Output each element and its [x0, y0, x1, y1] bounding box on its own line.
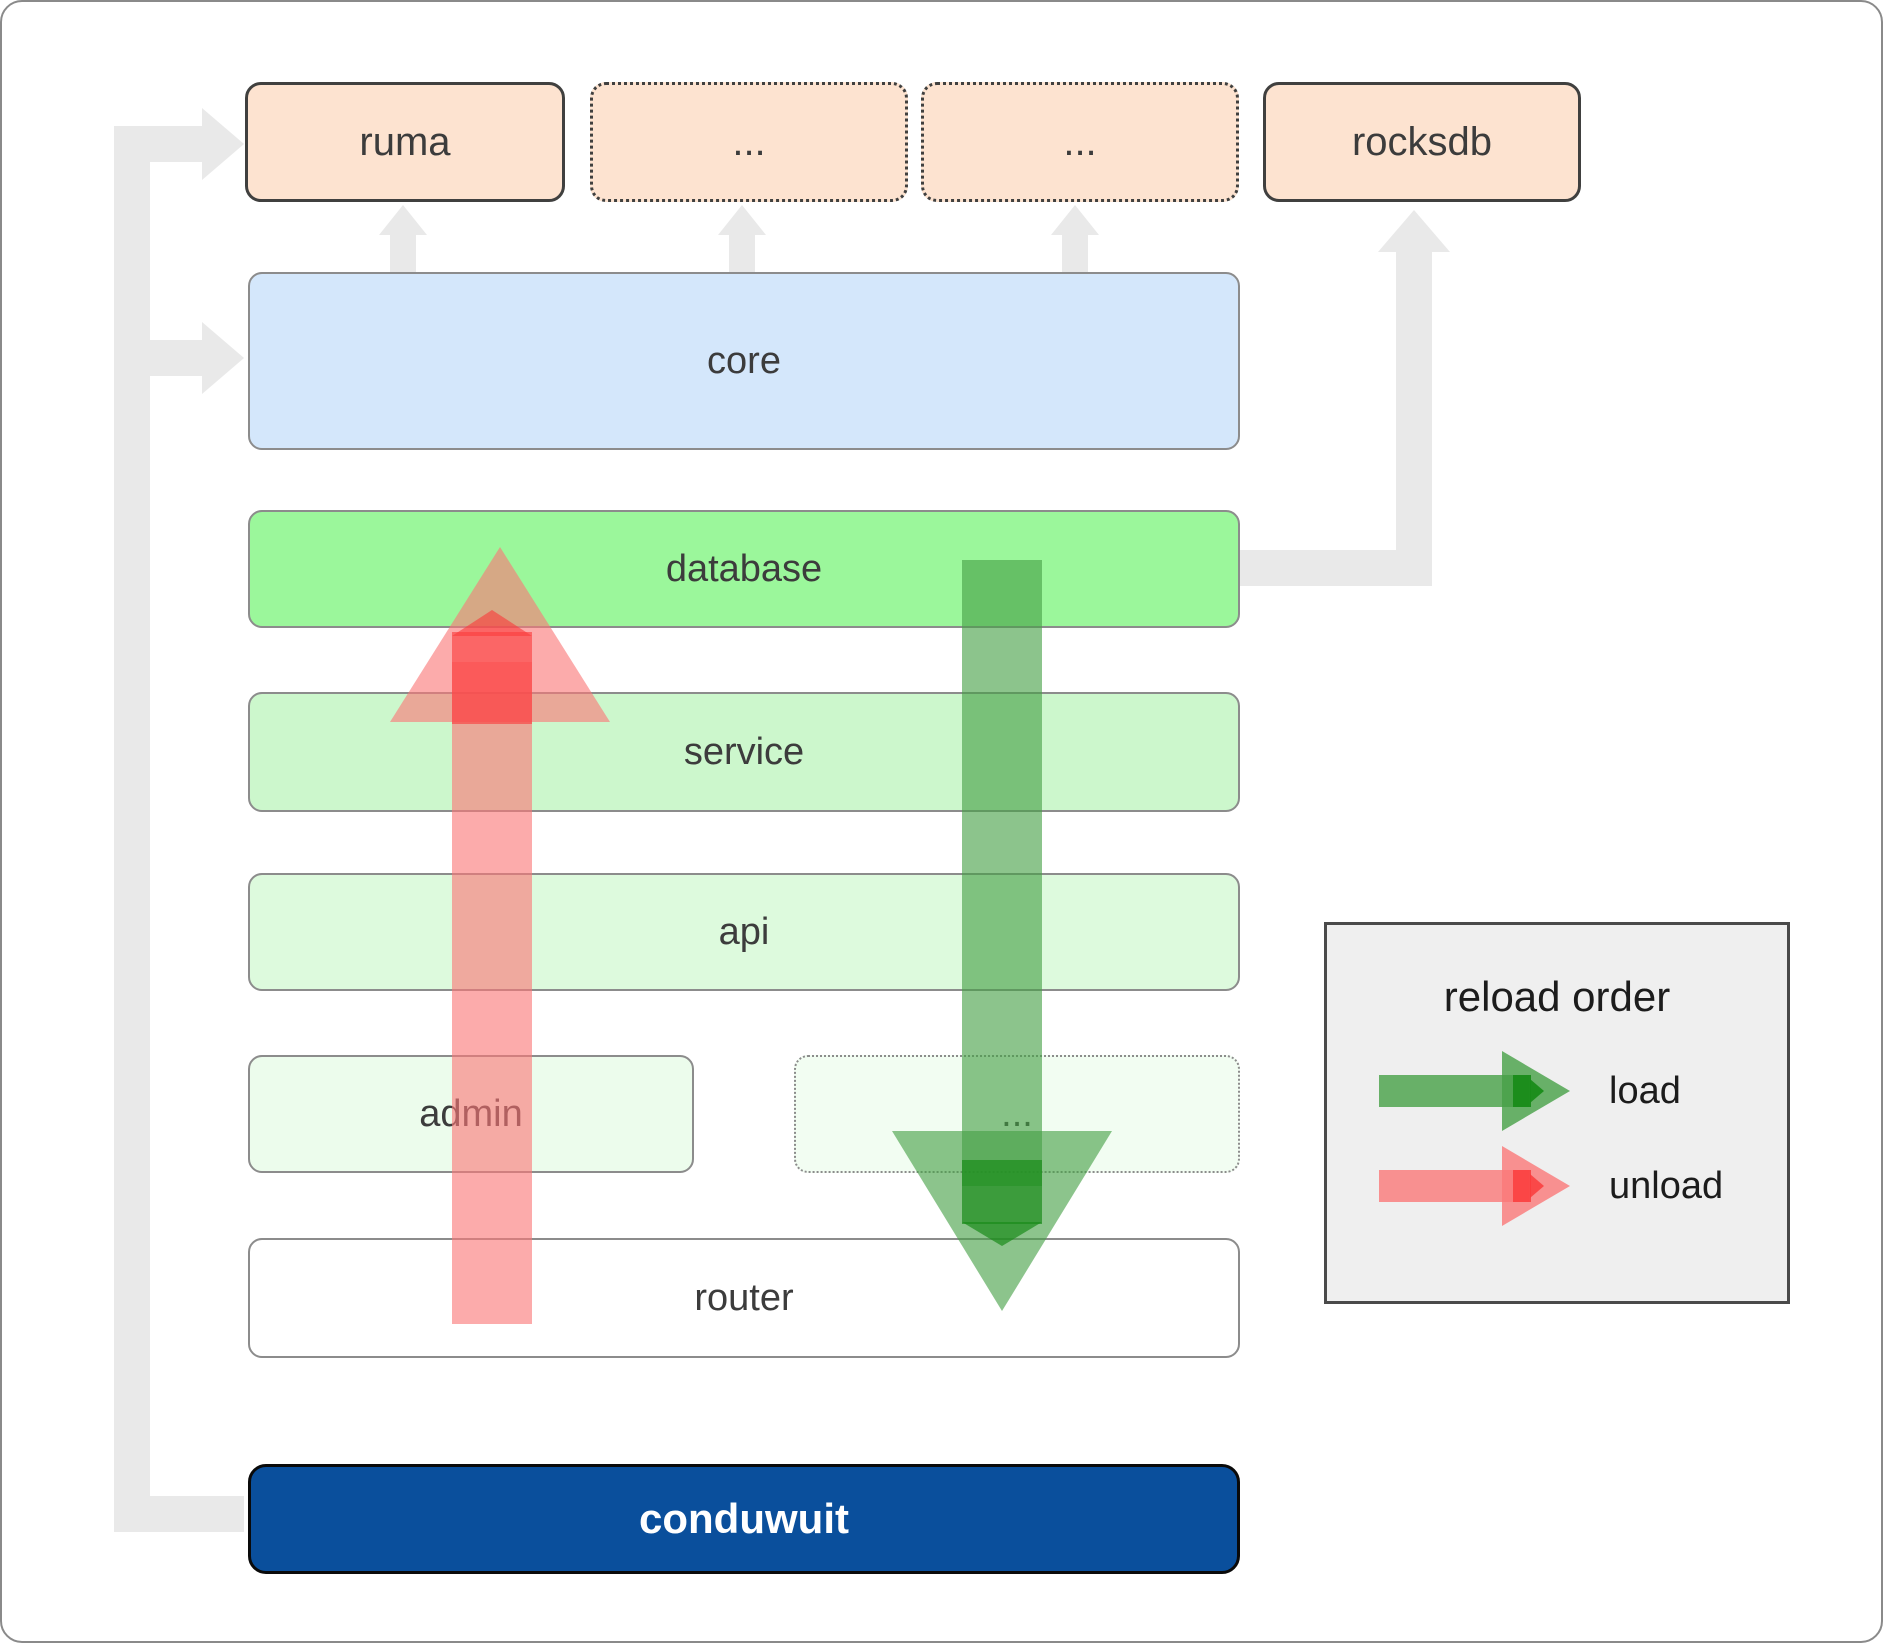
- legend-unload-notch-tip: [1530, 1174, 1544, 1198]
- connector-branch-to-ruma: [114, 126, 210, 162]
- connector-core-to-ruma-shaft: [390, 233, 416, 273]
- node-top-dots-2-label: ...: [1063, 119, 1097, 164]
- connector-arrowhead-core: [202, 322, 244, 394]
- node-conduwuit[interactable]: conduwuit: [248, 1464, 1240, 1574]
- connector-core-to-dots2-head: [1051, 205, 1099, 235]
- legend-load-label: load: [1609, 1070, 1681, 1112]
- legend-load-notch-tip: [1530, 1079, 1544, 1103]
- unload-arrow-shaft: [452, 662, 532, 1324]
- load-arrow-notch: [962, 1160, 1042, 1224]
- node-api[interactable]: api: [248, 873, 1240, 991]
- connector-core-to-ruma-head: [379, 205, 427, 235]
- node-api-label: api: [718, 910, 770, 953]
- connector-core-to-dots1-shaft: [729, 233, 755, 273]
- connector-arrowhead-ruma: [202, 108, 244, 180]
- node-core-label: core: [707, 339, 781, 382]
- legend-unload-notch: [1513, 1170, 1531, 1202]
- legend-load-notch: [1513, 1075, 1531, 1107]
- legend-row-unload: unload: [1327, 925, 1787, 1301]
- connector-arrowhead-rocksdb: [1378, 210, 1450, 252]
- connector-core-to-dots2-shaft: [1062, 233, 1088, 273]
- legend-unload-label: unload: [1609, 1165, 1724, 1207]
- connector-core-to-dots1-head: [718, 205, 766, 235]
- unload-arrow-notch: [452, 632, 532, 724]
- load-arrow-shaft: [962, 560, 1042, 1186]
- node-service-label: service: [683, 730, 805, 773]
- node-top-dots-1[interactable]: ...: [590, 82, 908, 202]
- connector-db-rail-vertical: [1396, 252, 1432, 586]
- node-database-label: database: [665, 547, 823, 590]
- node-core[interactable]: core: [248, 272, 1240, 450]
- connector-branch-to-core: [114, 340, 210, 376]
- legend-title: reload order: [1443, 973, 1671, 1020]
- node-conduwuit-label: conduwuit: [639, 1495, 849, 1542]
- connector-root-rail-bottom: [114, 1496, 244, 1532]
- node-rocksdb-label: rocksdb: [1351, 119, 1493, 164]
- unload-arrow-notch-tip: [452, 610, 532, 636]
- legend-row-load: load: [1327, 925, 1787, 1301]
- node-top-dots-1-label: ...: [732, 119, 766, 164]
- legend-panel: reload order load unload: [1324, 922, 1790, 1304]
- node-rocksdb[interactable]: rocksdb: [1263, 82, 1581, 202]
- node-router-label: router: [694, 1276, 794, 1319]
- node-ruma-label: ruma: [359, 119, 451, 164]
- node-top-dots-2[interactable]: ...: [921, 82, 1239, 202]
- node-ruma[interactable]: ruma: [245, 82, 565, 202]
- load-arrow-notch-tip: [962, 1222, 1042, 1246]
